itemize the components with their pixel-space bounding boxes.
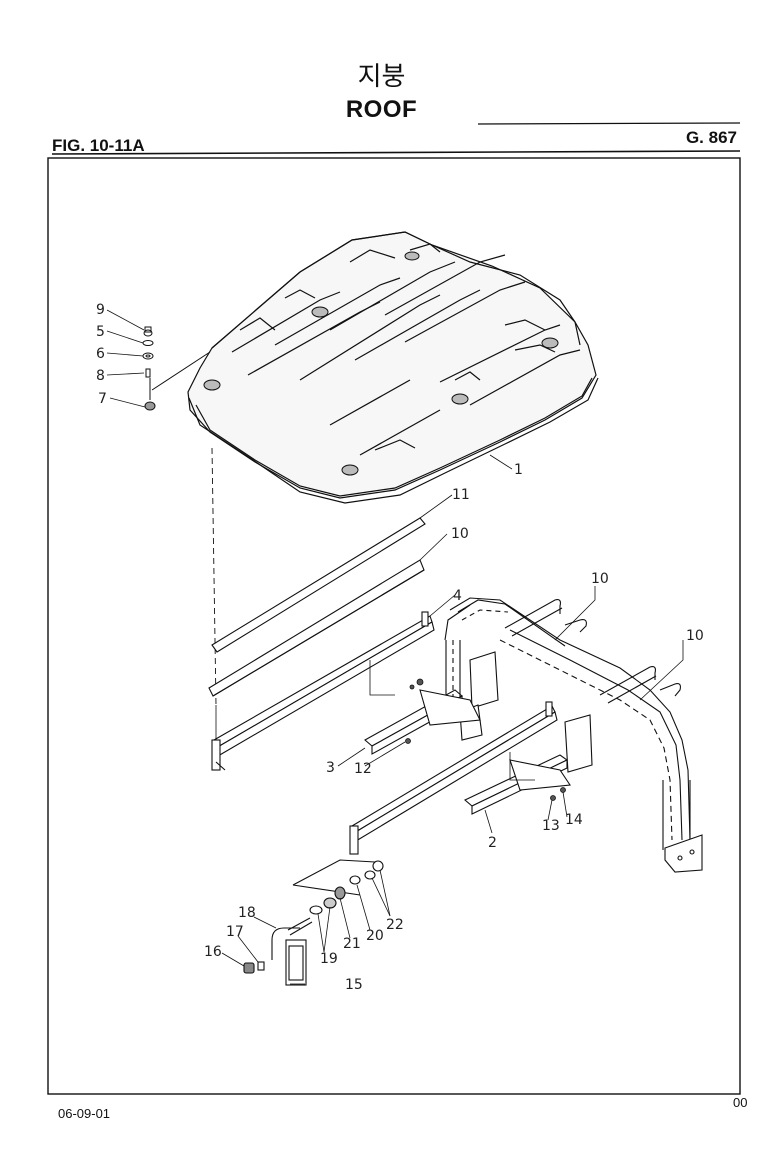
roof-bolt-hardware bbox=[142, 326, 211, 411]
callout-6: 6 bbox=[96, 346, 105, 362]
page-code: G. 867 bbox=[685, 128, 737, 147]
callout-12: 11 bbox=[452, 487, 470, 503]
assembly-leader bbox=[211, 447, 217, 706]
callout-11: 10 bbox=[451, 526, 469, 542]
shim-plates bbox=[208, 517, 426, 697]
mirror-hardware bbox=[243, 859, 384, 986]
leader-lines bbox=[106, 309, 684, 985]
callout-14: 13 bbox=[542, 818, 560, 834]
callout-15: 14 bbox=[565, 812, 583, 828]
rail-right bbox=[349, 701, 558, 855]
callout-9: 9 bbox=[96, 302, 105, 318]
callout-22: 21 bbox=[343, 936, 361, 952]
callout-10b: 10 bbox=[686, 628, 704, 644]
drawing-frame bbox=[47, 157, 741, 1095]
callout-13: 12 bbox=[354, 761, 372, 777]
callout-20: 19 bbox=[320, 951, 338, 967]
callout-7: 7 bbox=[98, 391, 107, 407]
rail-left bbox=[211, 611, 435, 771]
callout-19: 18 bbox=[238, 905, 256, 921]
callout-21: 20 bbox=[366, 928, 384, 944]
callout-16: 15 bbox=[345, 977, 363, 993]
callout-4: 4 bbox=[453, 588, 462, 604]
revision-number: 00 bbox=[733, 1095, 748, 1110]
callout-10a: 10 bbox=[591, 571, 609, 587]
roof-mounting-bosses bbox=[203, 251, 559, 476]
page-title: ROOF bbox=[345, 96, 418, 123]
callout-3: 3 bbox=[326, 760, 335, 776]
callout-23: 22 bbox=[386, 917, 404, 933]
korean-title: 지붕 bbox=[357, 62, 406, 92]
issue-date: 06-09-01 bbox=[58, 1106, 111, 1121]
callout-8: 8 bbox=[96, 368, 105, 384]
small-fasteners bbox=[405, 678, 566, 801]
callout-17: 16 bbox=[204, 944, 222, 960]
header-rule bbox=[51, 150, 741, 155]
header-rule-right bbox=[477, 122, 741, 125]
callout-5: 5 bbox=[96, 324, 105, 340]
roof-panel bbox=[187, 231, 599, 504]
callout-1: 1 bbox=[514, 462, 523, 478]
callout-labels: 9 5 6 8 7 1 11 10 10 4 10 3 12 13 14 2 1… bbox=[96, 302, 704, 993]
rops-frame bbox=[419, 597, 703, 873]
figure-number: FIG. 10-11A bbox=[52, 136, 145, 155]
callout-18: 17 bbox=[226, 924, 244, 940]
callout-2: 2 bbox=[488, 835, 497, 851]
